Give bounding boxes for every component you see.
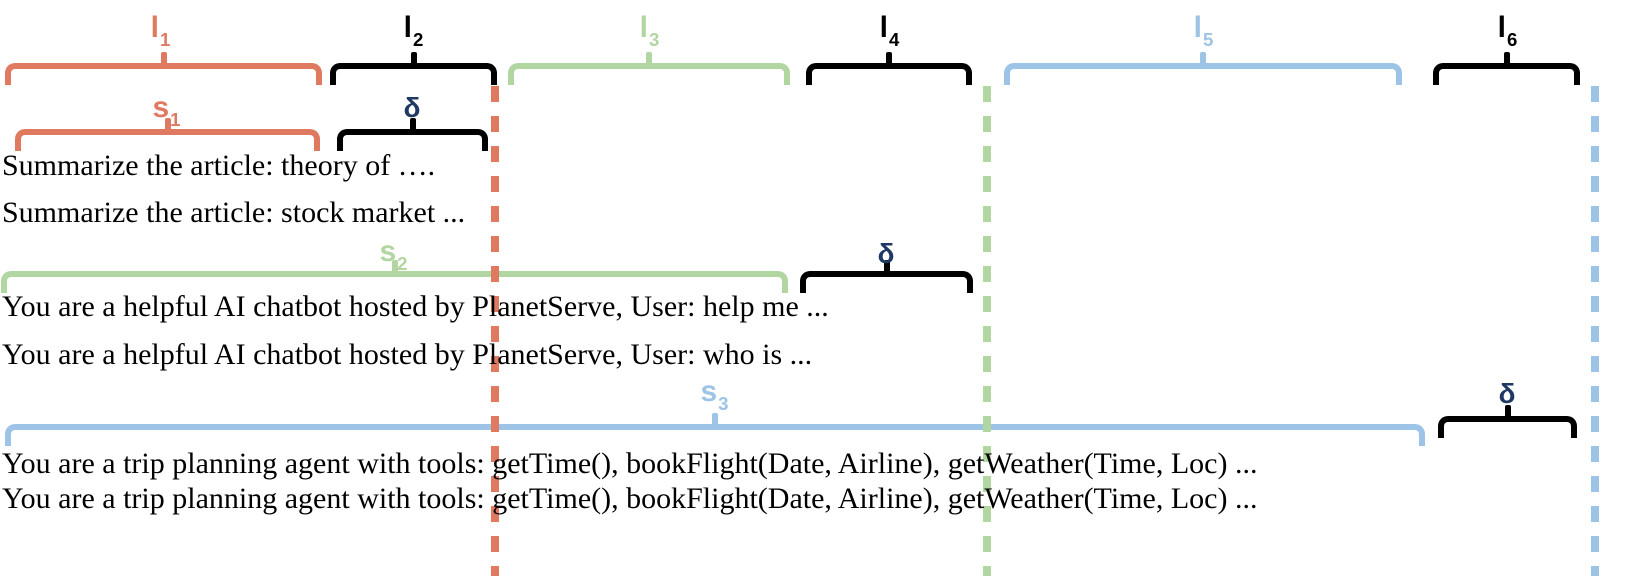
dashed-boundary-red	[491, 86, 499, 576]
brace-l1	[5, 63, 322, 85]
prompt-line-6: You are a trip planning agent with tools…	[2, 482, 1258, 515]
prompt-line-5: You are a trip planning agent with tools…	[2, 447, 1258, 480]
brace-s1	[15, 129, 320, 151]
label-l4: l4	[879, 11, 900, 50]
label-delta-3: δ	[1498, 378, 1516, 409]
prompt-line-3: You are a helpful AI chatbot hosted by P…	[2, 290, 829, 323]
label-s2: s2	[379, 235, 408, 274]
brace-delta-2	[800, 271, 973, 293]
label-s1: s1	[152, 91, 181, 130]
label-l5: l5	[1193, 11, 1214, 50]
label-l1: l1	[150, 11, 171, 50]
label-delta-1: δ	[403, 92, 421, 123]
prompt-line-1: Summarize the article: theory of ….	[2, 149, 436, 182]
brace-l6	[1433, 63, 1580, 85]
brace-l4	[806, 63, 972, 85]
label-l6: l6	[1497, 11, 1518, 50]
brace-l3	[508, 63, 790, 85]
label-l2: l2	[403, 11, 424, 50]
dashed-boundary-green	[983, 86, 991, 576]
brace-l5	[1004, 63, 1402, 85]
brace-s2	[1, 271, 788, 293]
prompt-line-4: You are a helpful AI chatbot hosted by P…	[2, 338, 813, 371]
label-l3: l3	[639, 11, 660, 50]
prompt-line-2: Summarize the article: stock market ...	[2, 196, 466, 229]
brace-l2	[330, 63, 497, 85]
label-s3: s3	[700, 375, 729, 414]
label-delta-2: δ	[877, 238, 895, 269]
brace-delta-1	[337, 129, 488, 151]
brace-delta-3	[1438, 416, 1577, 438]
dashed-boundary-blue	[1591, 86, 1599, 576]
brace-s3	[5, 424, 1425, 446]
